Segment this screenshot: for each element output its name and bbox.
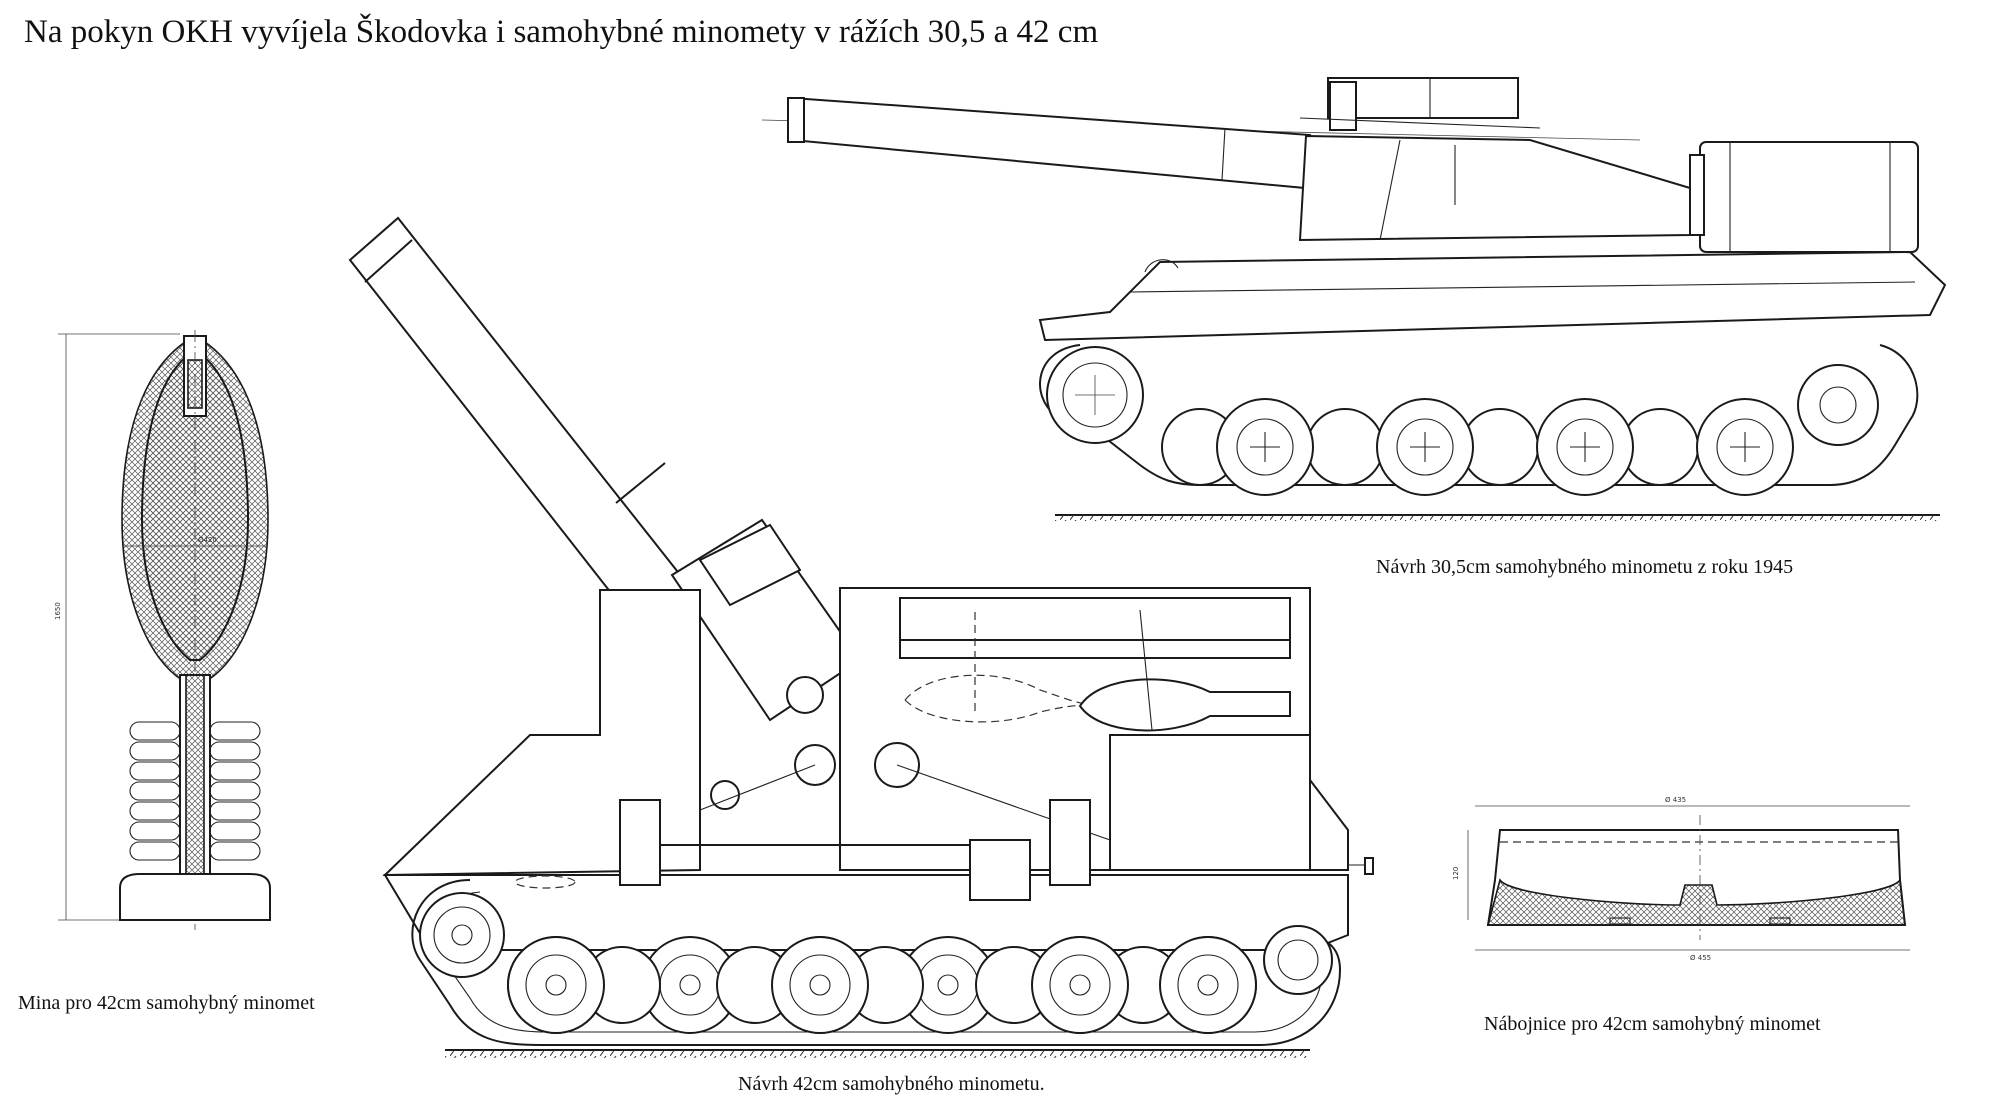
caption-nabojnice: Nábojnice pro 42cm samohybný minomet [1484,1013,1821,1035]
case-height-label: 120 [1452,867,1460,880]
caption-mortar42: Návrh 42cm samohybného minometu. [738,1073,1045,1095]
nabojnice-drawing: Ø 435 Ø 455 120 [1452,796,1910,962]
mortar305-drawing [761,77,1947,521]
mortar42-drawing [348,216,1374,1058]
mina-diameter-label: Ø420 [198,536,217,544]
case-top-width-label: Ø 435 [1665,796,1686,804]
caption-mortar305: Návrh 30,5cm samohybného minometu z roku… [1376,556,1794,578]
mina-drawing: 1650 Ø420 [54,330,271,930]
case-bottom-width-label: Ø 455 [1690,954,1711,962]
caption-mina: Mina pro 42cm samohybný minomet [18,992,315,1014]
page-title: Na pokyn OKH vyvíjela Škodovka i samohyb… [24,14,1099,50]
mina-length-label: 1650 [54,602,62,620]
